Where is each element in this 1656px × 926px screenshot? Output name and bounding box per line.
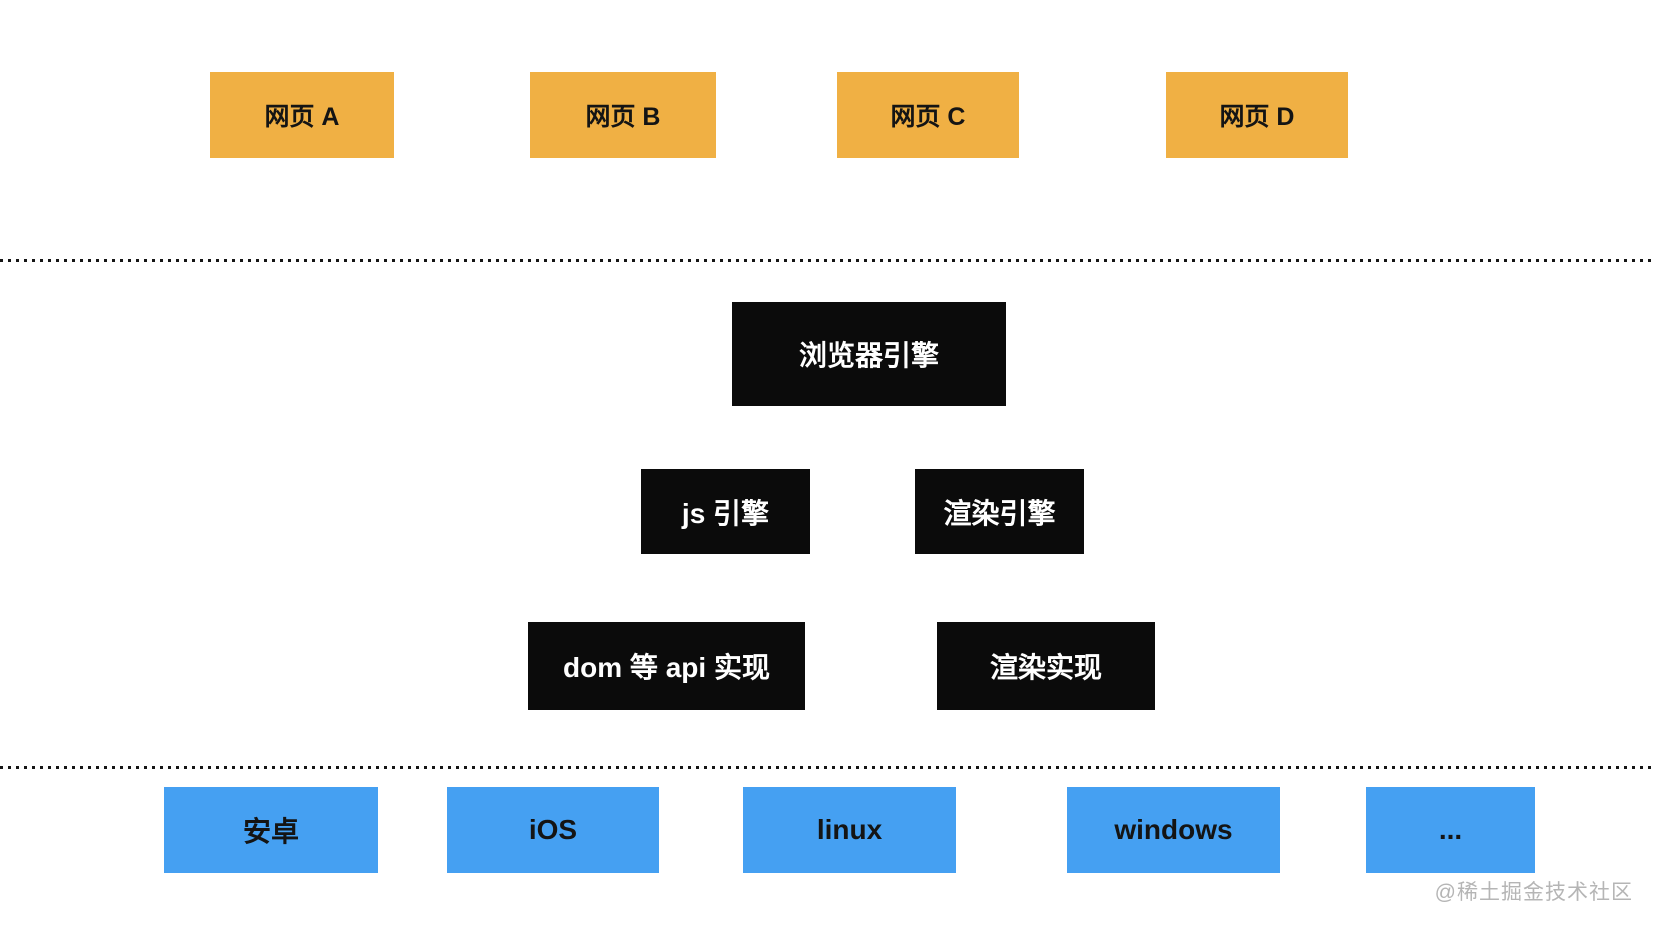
- platform-more-box: ...: [1366, 787, 1535, 873]
- juejin-watermark: @稀土掘金技术社区: [1434, 881, 1633, 904]
- platform-linux-label: linux: [816, 814, 883, 845]
- platform-windows-label: windows: [1114, 814, 1233, 845]
- platform-android-label: 安卓: [242, 816, 299, 847]
- dom-api-implementation-box: dom 等 api 实现: [528, 622, 805, 710]
- platform-ios-label: iOS: [528, 814, 578, 845]
- browser-engine-label: 浏览器引擎: [798, 340, 939, 371]
- render-implementation-label: 渲染实现: [989, 652, 1102, 683]
- webpage-c-label: 网页 C: [890, 103, 966, 131]
- platform-android-box: 安卓: [164, 787, 378, 873]
- separator-bottom-dotted-line: [0, 766, 1656, 769]
- platform-ios-box: iOS: [447, 787, 659, 873]
- platform-linux-box: linux: [743, 787, 956, 873]
- browser-engine-box: 浏览器引擎: [732, 302, 1006, 406]
- render-implementation-box: 渲染实现: [937, 622, 1155, 710]
- js-engine-label: js 引擎: [681, 497, 770, 529]
- webpage-d-label: 网页 D: [1219, 103, 1295, 131]
- webpage-a-box: 网页 A: [210, 72, 394, 158]
- platform-windows-box: windows: [1067, 787, 1280, 873]
- webpage-a-label: 网页 A: [264, 103, 340, 131]
- webpage-b-box: 网页 B: [530, 72, 716, 158]
- separator-top-dotted-line: [0, 259, 1656, 262]
- dom-api-implementation-label: dom 等 api 实现: [563, 652, 770, 683]
- webpage-b-label: 网页 B: [585, 103, 661, 131]
- js-engine-box: js 引擎: [641, 469, 810, 554]
- platform-more-label: ...: [1438, 814, 1463, 845]
- webpage-d-box: 网页 D: [1166, 72, 1348, 158]
- webpage-c-box: 网页 C: [837, 72, 1019, 158]
- render-engine-box: 渲染引擎: [915, 469, 1084, 554]
- render-engine-label: 渲染引擎: [943, 497, 1056, 529]
